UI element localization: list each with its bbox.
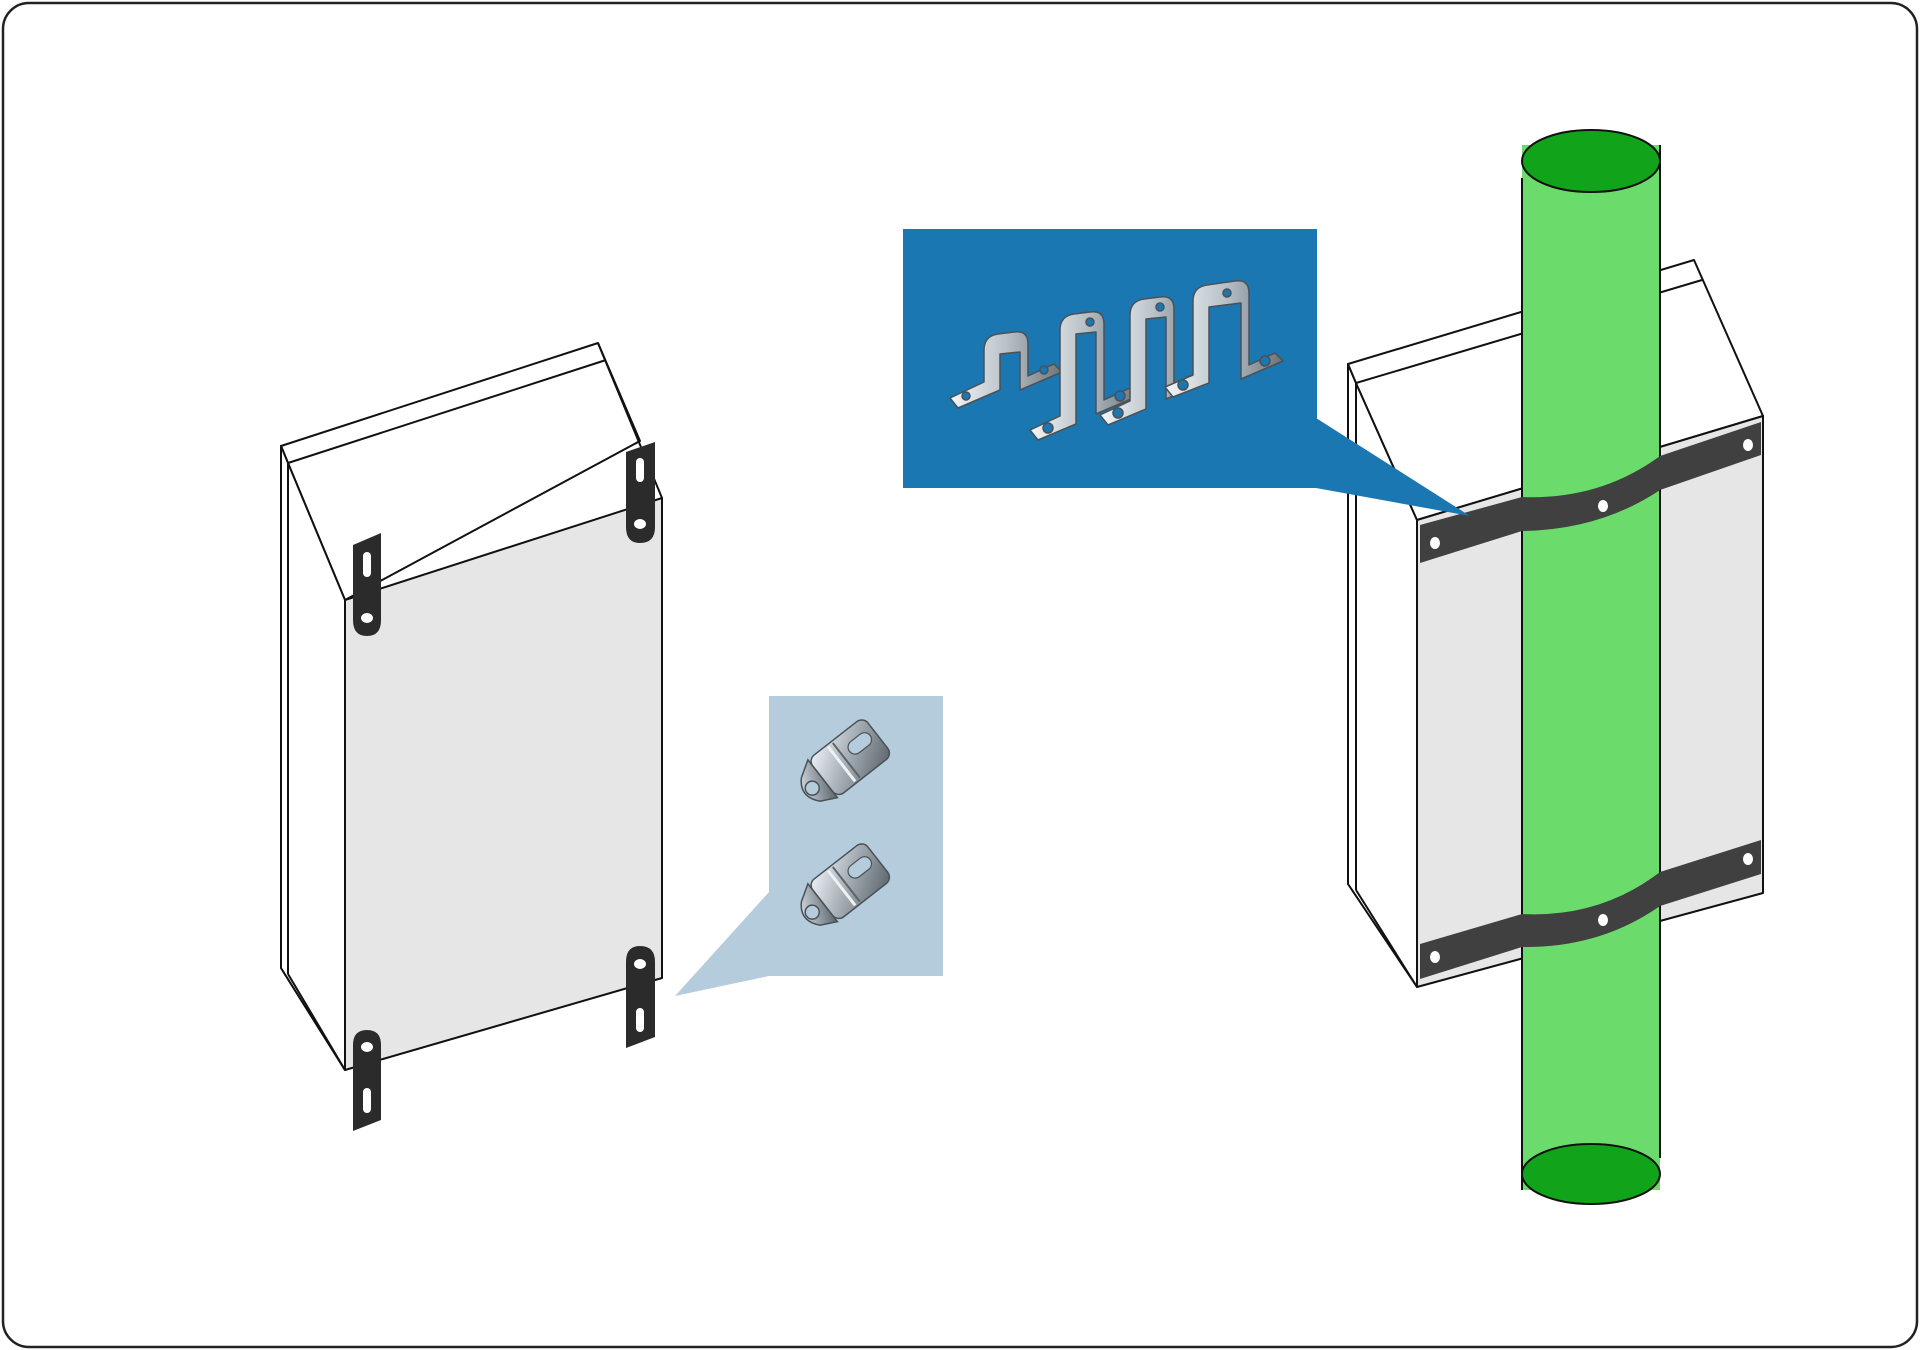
pole-body: [1522, 145, 1660, 1190]
wall-bracket-top-left: [353, 533, 381, 636]
green-pole: [1522, 130, 1660, 1204]
clamp-callout-box: [903, 229, 1317, 488]
wall-bracket-bottom-left: [353, 1030, 381, 1131]
wall-bracket-top-right: [626, 442, 655, 543]
enclosure-front-door: [345, 498, 662, 1070]
wall-mount-enclosure-icon: [281, 343, 662, 1070]
pole-top-end: [1522, 130, 1660, 192]
wall-bracket-bottom-right: [626, 946, 655, 1048]
pole-bottom-end: [1522, 1144, 1660, 1204]
